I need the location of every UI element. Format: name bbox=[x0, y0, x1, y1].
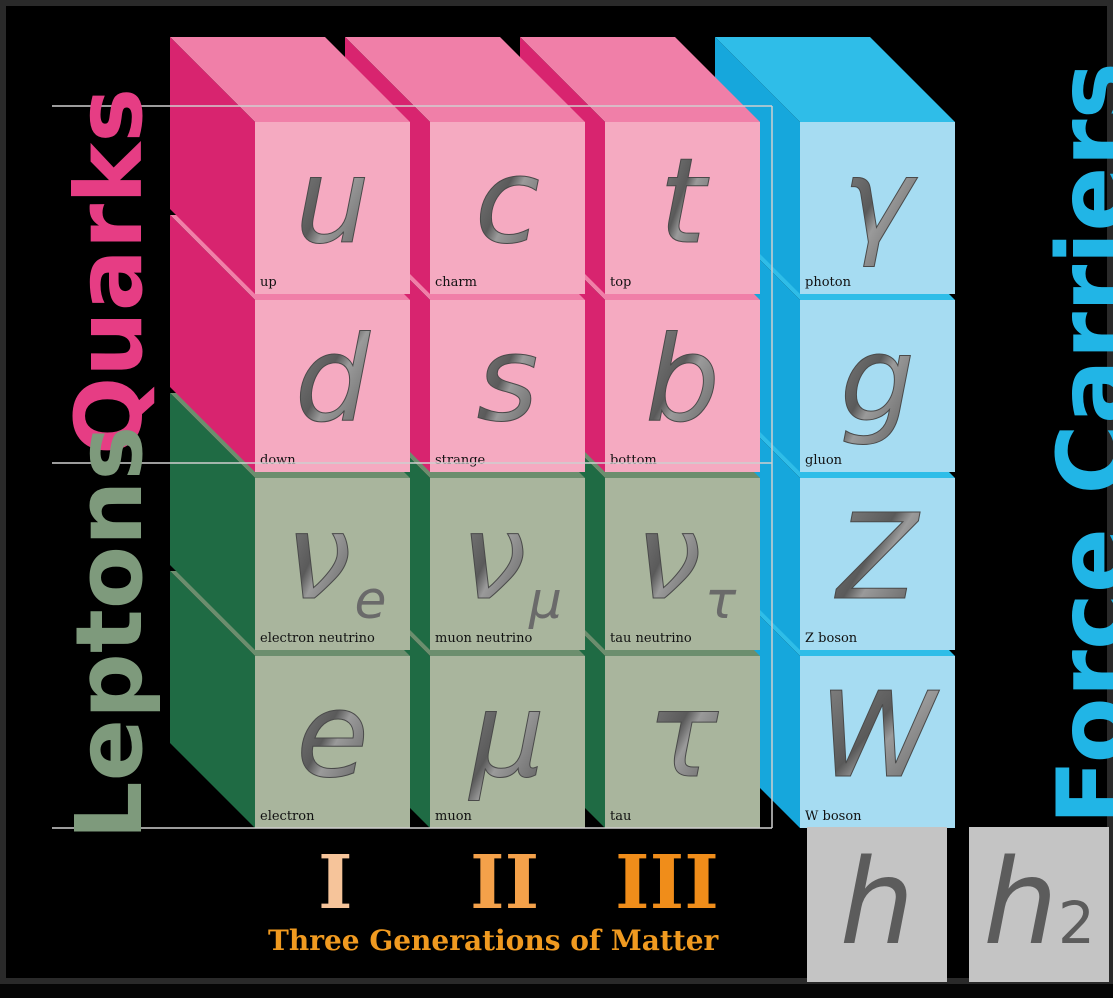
cube-side-face bbox=[170, 571, 255, 828]
cube-front-face bbox=[800, 300, 955, 472]
generation-numeral-3: III bbox=[615, 840, 719, 926]
particle-name-down: down bbox=[260, 453, 296, 468]
cube-front-face bbox=[430, 300, 585, 472]
particle-symbol-W-boson: W bbox=[819, 666, 940, 804]
cube-front-face bbox=[800, 122, 955, 294]
particle-name-W-boson: W boson bbox=[805, 809, 862, 824]
particle-subscript-muon-neutrino: μ bbox=[528, 571, 562, 631]
cube-front-face bbox=[605, 478, 760, 650]
particle-name-tau-neutrino: tau neutrino bbox=[610, 631, 692, 646]
cube-front-face bbox=[255, 656, 410, 828]
cube-front-face bbox=[605, 656, 760, 828]
particle-symbol-gluon: g bbox=[840, 310, 915, 448]
particle-symbol-top: t bbox=[659, 132, 709, 270]
guide-lines bbox=[52, 105, 773, 829]
particle-symbol-electron-neutrino: ν bbox=[286, 488, 352, 626]
cube-front-face bbox=[430, 656, 585, 828]
cube-top-face bbox=[345, 37, 585, 122]
particle-subscript-electron-neutrino: e bbox=[355, 571, 387, 631]
particle-name-electron: electron bbox=[260, 809, 315, 824]
particle-symbol-down: d bbox=[295, 310, 371, 448]
force-carriers-label: Force Carriers bbox=[1037, 62, 1113, 825]
particle-name-tau: tau bbox=[610, 809, 631, 824]
particle-symbol-muon: μ bbox=[468, 666, 545, 804]
higgs-box-h2: h2 bbox=[969, 827, 1109, 982]
particle-name-up: up bbox=[260, 275, 277, 290]
cube-top-face bbox=[520, 37, 760, 122]
particle-name-bottom: bottom bbox=[610, 453, 657, 468]
particle-symbol-tau: τ bbox=[647, 666, 719, 804]
cube-front-face bbox=[255, 300, 410, 472]
particle-name-strange: strange bbox=[435, 453, 486, 468]
particle-cube-up: u up bbox=[170, 37, 410, 294]
generation-numeral-2: II bbox=[470, 840, 540, 926]
particle-symbol-electron: e bbox=[296, 666, 369, 804]
particle-symbol-tau-neutrino: ν bbox=[636, 488, 702, 626]
cube-front-face bbox=[255, 478, 410, 650]
particle-symbol-photon: γ bbox=[843, 132, 918, 270]
particle-cube-top: t top bbox=[520, 37, 760, 294]
particle-symbol-muon-neutrino: ν bbox=[461, 488, 527, 626]
cube-front-face bbox=[430, 478, 585, 650]
particle-name-electron-neutrino: electron neutrino bbox=[260, 631, 375, 646]
higgs-symbol-h: h bbox=[839, 833, 915, 971]
particle-symbol-charm: c bbox=[475, 132, 540, 270]
particle-name-muon-neutrino: muon neutrino bbox=[435, 631, 532, 646]
cube-front-face bbox=[255, 122, 410, 294]
cube-top-face bbox=[170, 37, 410, 122]
higgs-symbol-h2: h2 bbox=[983, 833, 1095, 971]
particle-subscript-tau-neutrino: τ bbox=[705, 571, 737, 631]
cube-side-face bbox=[170, 215, 255, 472]
generations-caption: Three Generations of Matter bbox=[268, 924, 719, 957]
particle-symbol-strange: s bbox=[477, 310, 538, 448]
particle-symbol-up: u bbox=[295, 132, 370, 270]
particle-name-top: top bbox=[610, 275, 631, 290]
quarks-label: Quarks bbox=[56, 87, 163, 455]
particle-symbol-Z-boson: Z bbox=[834, 488, 920, 626]
particle-name-photon: photon bbox=[805, 275, 852, 290]
cube-front-face bbox=[605, 300, 760, 472]
generation-numeral-1: I bbox=[318, 840, 353, 926]
cube-front-face bbox=[605, 122, 760, 294]
cube-top-face bbox=[715, 37, 955, 122]
particle-symbol-bottom: b bbox=[645, 310, 720, 448]
leptons-label: Leptons bbox=[56, 425, 163, 840]
cube-side-face bbox=[170, 393, 255, 650]
particle-name-charm: charm bbox=[435, 275, 477, 290]
particle-name-Z-boson: Z boson bbox=[805, 631, 858, 646]
particle-name-muon: muon bbox=[435, 809, 473, 824]
cube-front-face bbox=[430, 122, 585, 294]
particle-name-gluon: gluon bbox=[805, 453, 843, 468]
cube-front-face bbox=[800, 478, 955, 650]
cube-front-face bbox=[800, 656, 955, 828]
cube-side-face bbox=[170, 37, 255, 294]
higgs-box-h: h bbox=[807, 827, 947, 982]
